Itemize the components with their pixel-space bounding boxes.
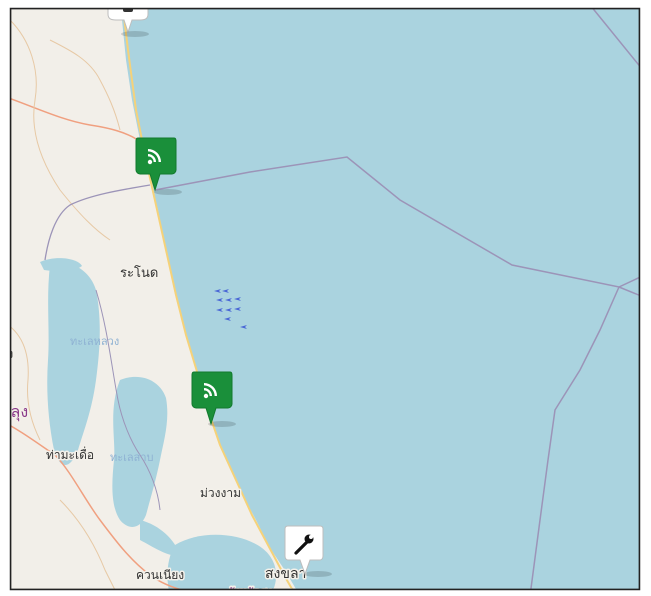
outer-white-bottom bbox=[0, 590, 651, 596]
thale-luang-lagoon bbox=[47, 262, 100, 465]
southern-lagoon-channel bbox=[140, 520, 180, 556]
label-khuan-niang: ควนเนียง bbox=[136, 568, 184, 582]
maritime-boundary-south-1 bbox=[529, 286, 620, 596]
songkhla-lake bbox=[167, 534, 277, 596]
label-thale-luang: ทะเลหลวง bbox=[70, 335, 119, 348]
outer-white-right bbox=[640, 0, 651, 596]
tool-marker[interactable] bbox=[284, 525, 332, 577]
minor-road-2 bbox=[0, 319, 41, 441]
thale-sap-lagoon bbox=[112, 376, 168, 527]
fish-arrow-cluster bbox=[214, 289, 247, 329]
label-ranot: ระโนด bbox=[120, 265, 158, 281]
label-songkhla: สงขลา bbox=[265, 566, 306, 582]
coastal-road bbox=[121, 0, 297, 596]
primary-road-south bbox=[0, 419, 231, 596]
label-muang-ngam: ม่วงงาม bbox=[200, 486, 241, 500]
wrench-icon bbox=[294, 534, 314, 555]
label-kham-mueang: ท่ามะเดื่อ bbox=[46, 446, 94, 462]
signal-marker-1[interactable] bbox=[135, 137, 182, 195]
label-thale-sap: ทะเลสาบ bbox=[110, 451, 154, 464]
rss-icon bbox=[147, 149, 161, 165]
outer-white-left bbox=[0, 0, 10, 596]
minor-road-1 bbox=[9, 19, 111, 241]
rss-icon bbox=[203, 383, 217, 399]
outer-white-top bbox=[0, 0, 651, 8]
primary-road-west bbox=[0, 94, 139, 141]
district-boundary-lagoon bbox=[95, 289, 161, 511]
signal-marker-2[interactable] bbox=[191, 371, 236, 427]
minor-road-4 bbox=[49, 39, 121, 131]
province-boundary-land bbox=[44, 184, 151, 261]
map-border-line bbox=[9, 7, 641, 591]
lagoon-north-inlet bbox=[40, 258, 82, 272]
